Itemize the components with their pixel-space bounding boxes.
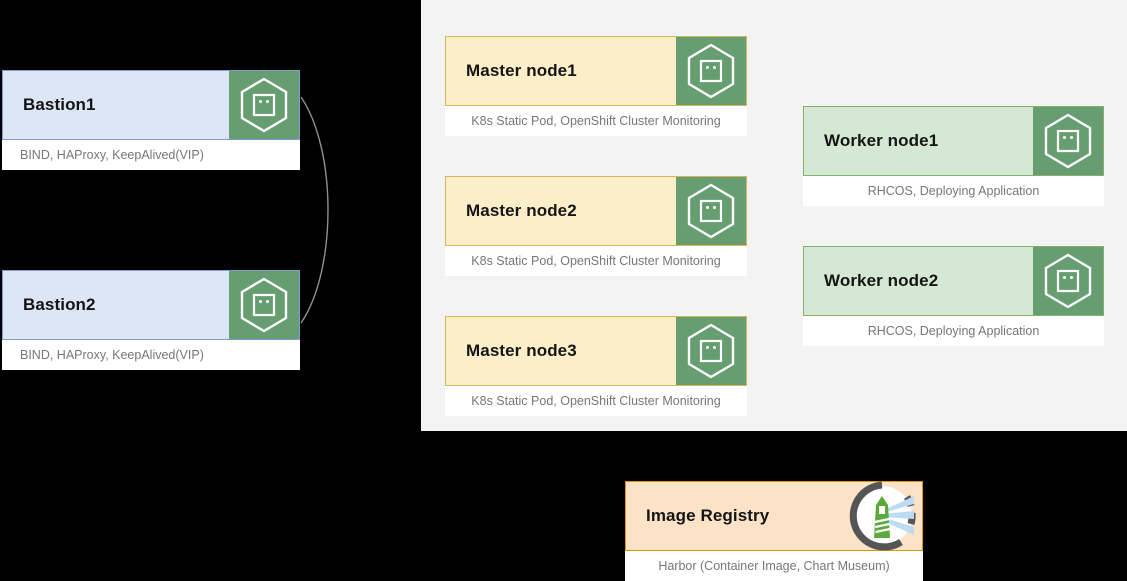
worker-node1-title: Worker node1	[824, 131, 939, 150]
hexagon-server-icon	[1033, 247, 1103, 315]
master-node1-header[interactable]: Master node1	[445, 36, 747, 106]
node-card-master-node1[interactable]: Master node1 K8s Static Pod, OpenShift C…	[445, 36, 747, 136]
bastion1-header[interactable]: Bastion1	[2, 70, 300, 140]
hexagon-server-icon	[1033, 107, 1103, 175]
master-node2-header[interactable]: Master node2	[445, 176, 747, 246]
bastion2-subtitle: BIND, HAProxy, KeepAlived(VIP)	[2, 340, 300, 370]
node-card-worker-node2[interactable]: Worker node2 RHCOS, Deploying Applicatio…	[803, 246, 1104, 346]
worker-node2-title: Worker node2	[824, 271, 939, 290]
master-node3-title: Master node3	[466, 341, 577, 360]
hexagon-server-icon	[676, 317, 746, 385]
harbor-lighthouse-icon	[844, 481, 920, 551]
image-registry-header[interactable]: Image Registry	[625, 481, 923, 551]
worker-node2-header[interactable]: Worker node2	[803, 246, 1104, 316]
worker-node1-subtitle: RHCOS, Deploying Application	[803, 176, 1104, 206]
master-node2-title: Master node2	[466, 201, 577, 220]
worker-node1-header[interactable]: Worker node1	[803, 106, 1104, 176]
image-registry-subtitle: Harbor (Container Image, Chart Museum)	[625, 551, 923, 581]
hexagon-server-icon	[676, 37, 746, 105]
node-card-bastion1[interactable]: Bastion1 BIND, HAProxy, KeepAlived(VIP)	[2, 70, 300, 170]
hexagon-server-icon	[676, 177, 746, 245]
master-node1-title: Master node1	[466, 61, 577, 80]
bastion2-title: Bastion2	[23, 295, 96, 314]
hexagon-server-icon	[229, 71, 299, 139]
node-card-master-node2[interactable]: Master node2 K8s Static Pod, OpenShift C…	[445, 176, 747, 276]
master-node3-subtitle: K8s Static Pod, OpenShift Cluster Monito…	[445, 386, 747, 416]
master-node1-subtitle: K8s Static Pod, OpenShift Cluster Monito…	[445, 106, 747, 136]
master-node2-subtitle: K8s Static Pod, OpenShift Cluster Monito…	[445, 246, 747, 276]
hexagon-server-icon	[229, 271, 299, 339]
bastion2-header[interactable]: Bastion2	[2, 270, 300, 340]
bastion1-title: Bastion1	[23, 95, 96, 114]
bastion1-subtitle: BIND, HAProxy, KeepAlived(VIP)	[2, 140, 300, 170]
image-registry-title: Image Registry	[646, 506, 770, 525]
node-card-master-node3[interactable]: Master node3 K8s Static Pod, OpenShift C…	[445, 316, 747, 416]
node-card-worker-node1[interactable]: Worker node1 RHCOS, Deploying Applicatio…	[803, 106, 1104, 206]
worker-node2-subtitle: RHCOS, Deploying Application	[803, 316, 1104, 346]
node-card-bastion2[interactable]: Bastion2 BIND, HAProxy, KeepAlived(VIP)	[2, 270, 300, 370]
bastion-ha-connector	[300, 96, 329, 324]
node-card-image-registry[interactable]: Image Registry	[625, 481, 923, 581]
master-node3-header[interactable]: Master node3	[445, 316, 747, 386]
